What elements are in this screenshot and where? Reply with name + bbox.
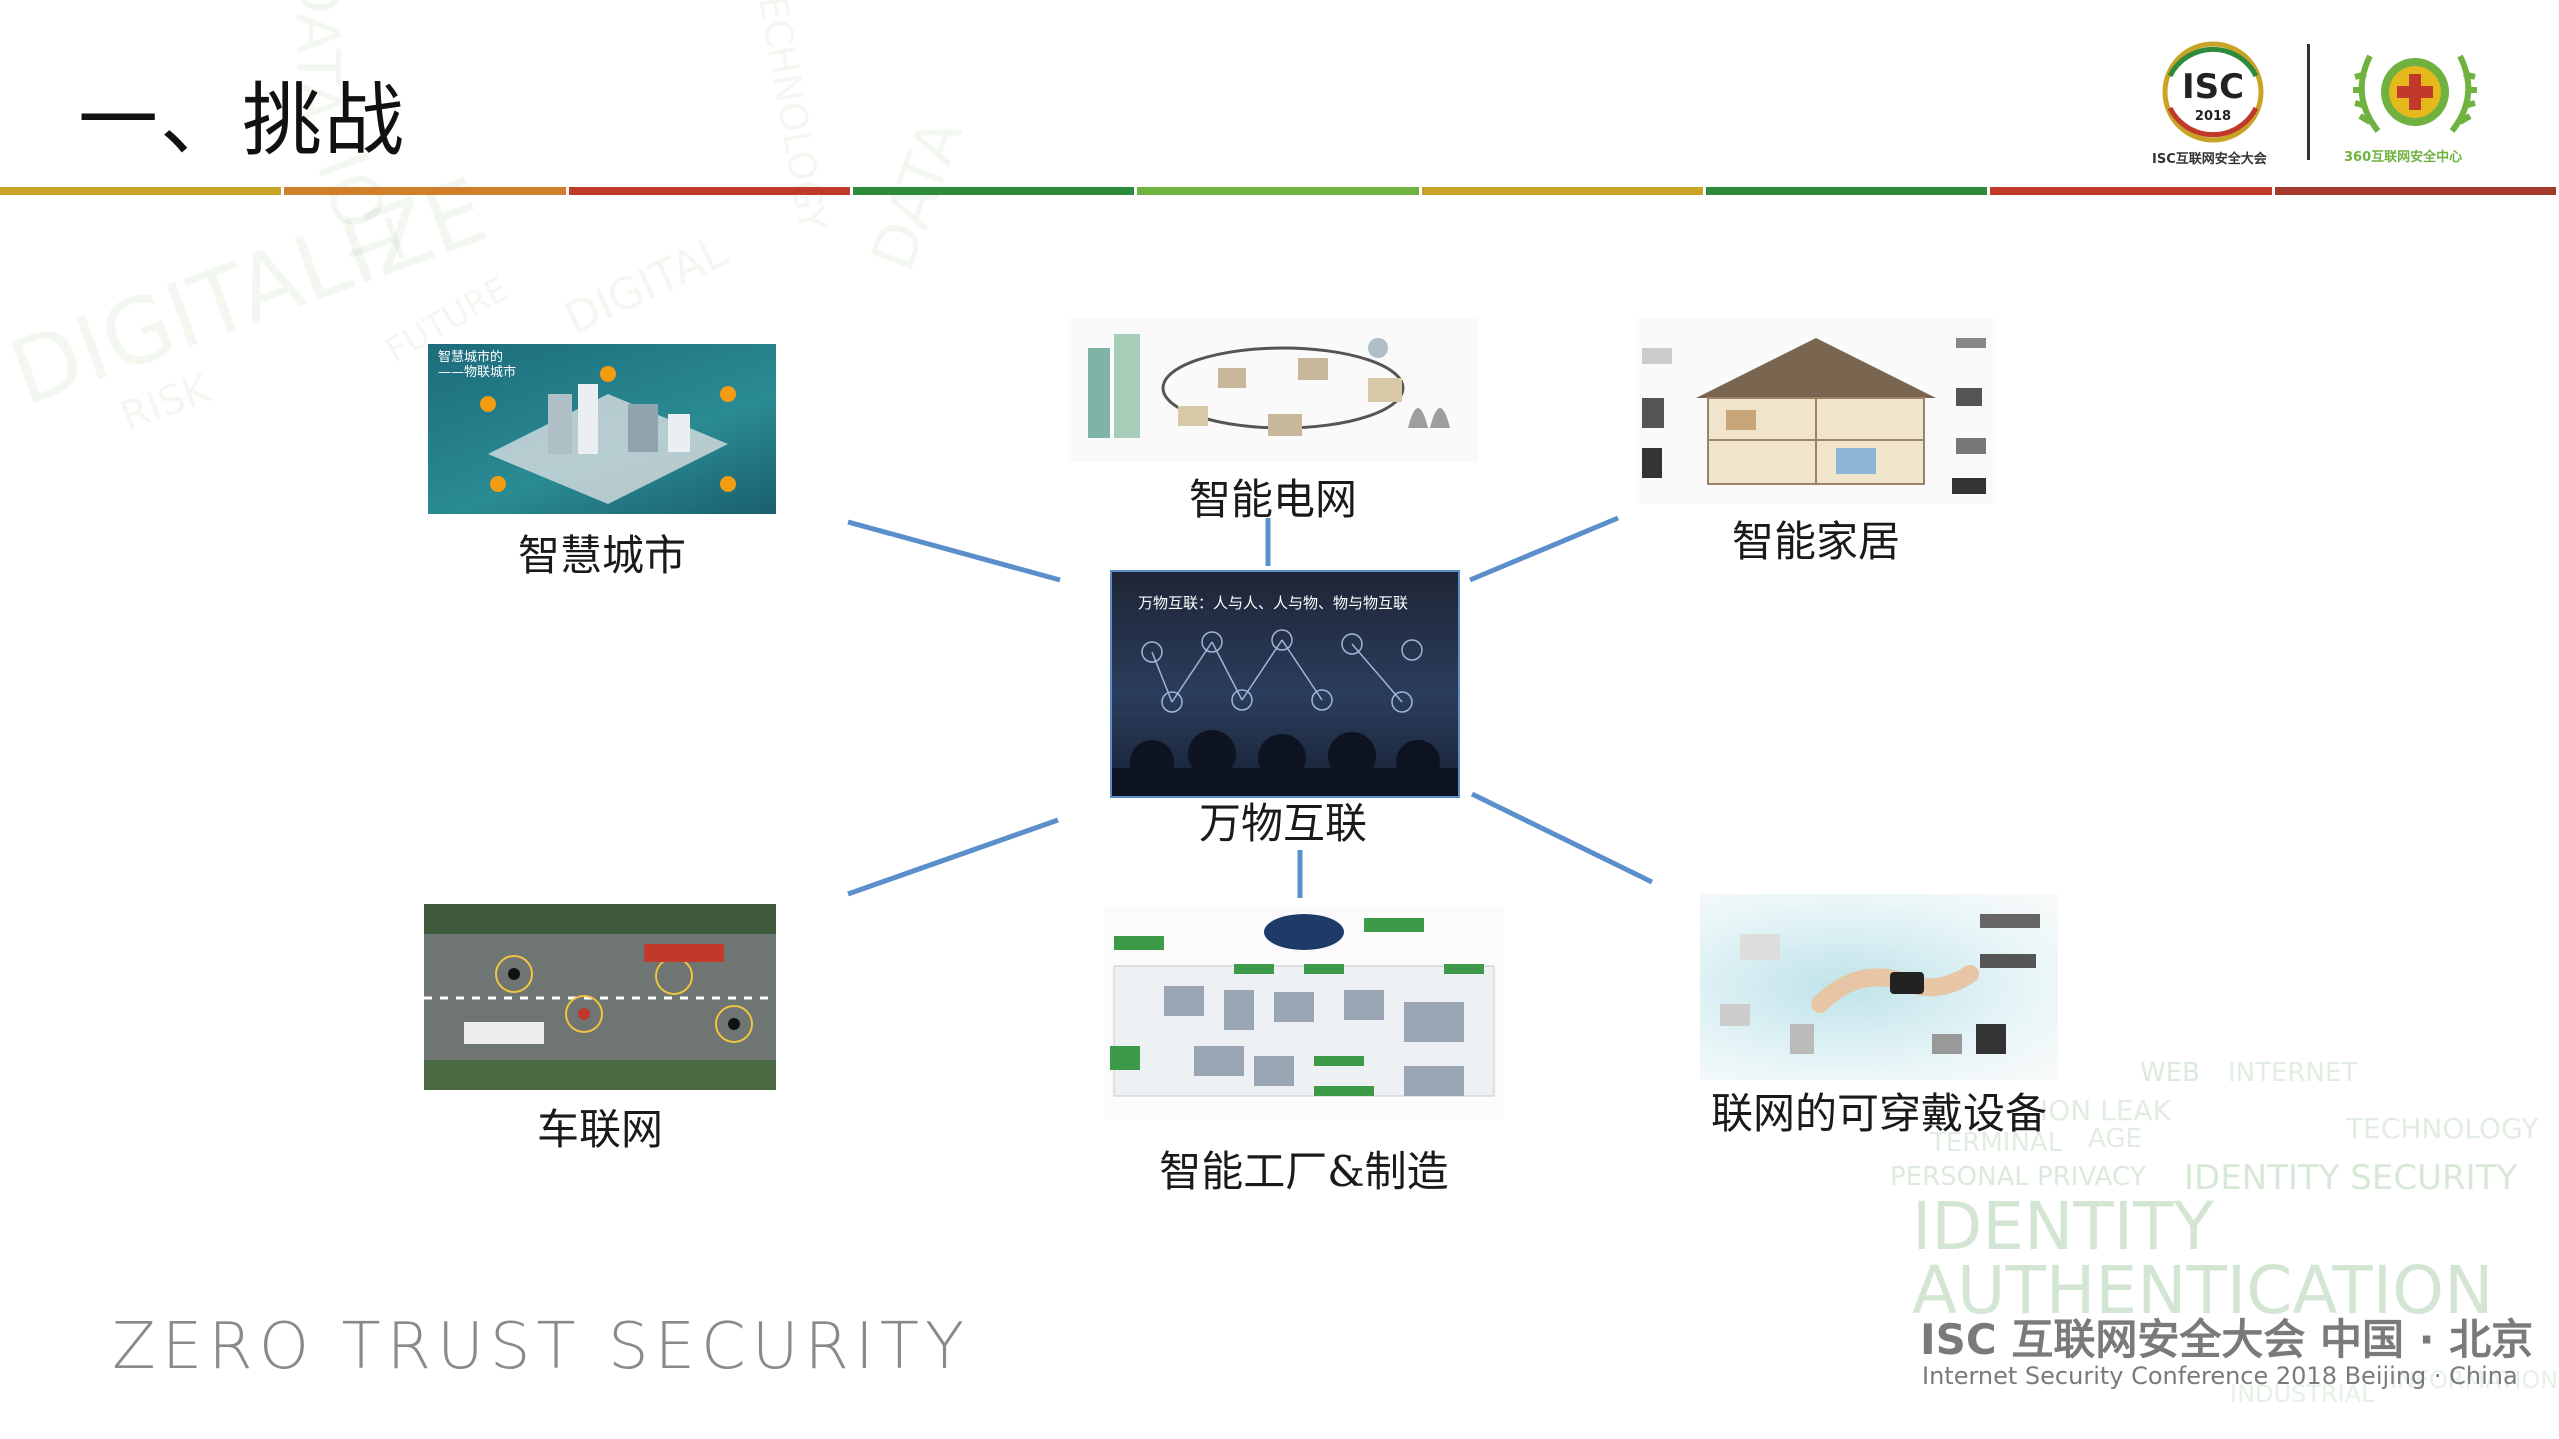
smart-city-label: 智慧城市 — [517, 531, 686, 580]
conference-name-cn: ISC 互联网安全大会 中国 · 北京 — [1920, 1315, 2534, 1364]
smart-home-image — [1636, 318, 1996, 504]
watermark-word: ION LEAK — [2040, 1094, 2171, 1127]
smart-home-label: 智能家居 — [1731, 517, 1900, 566]
footer-tagline: ZERO TRUST SECURITY — [112, 1310, 971, 1384]
smart-grid-image — [1068, 318, 1478, 462]
connector-smart-city — [847, 519, 1061, 583]
watermark-word: INFORMATION — [2390, 1366, 2559, 1394]
watermark-word: INDUSTRIAL — [2230, 1380, 2375, 1408]
logo-divider — [2307, 44, 2310, 160]
watermark-word: TERMINAL — [1930, 1128, 2063, 1158]
watermark-word: INTERNET — [2228, 1058, 2358, 1088]
rule-segment — [1990, 187, 2275, 195]
rule-segment — [284, 187, 569, 195]
rule-segment — [1137, 187, 1422, 195]
connected-vehicles-label: 车联网 — [536, 1105, 663, 1154]
connector-smart-home — [1469, 515, 1619, 583]
rule-segment — [568, 187, 853, 195]
smart-grid-label: 智能电网 — [1188, 475, 1357, 524]
isc-logo-caption: ISC互联网安全大会 — [2152, 152, 2267, 167]
iot-everything-image-caption: 万物互联：人与人、人与物、物与物互联 — [1138, 594, 1409, 612]
watermark-word: AGE — [2088, 1124, 2142, 1154]
isc-year: 2018 — [2195, 109, 2231, 124]
slide-title: 一、挑战 — [78, 74, 406, 167]
smart-factory-image — [1104, 906, 1504, 1120]
360-logo-caption: 360互联网安全中心 — [2344, 150, 2463, 165]
connector-wearables — [1470, 791, 1654, 885]
smart-factory-label: 智能工厂&制造 — [1159, 1147, 1449, 1196]
rule-segment — [1421, 187, 1706, 195]
smart-city-image-caption: 智慧城市的——物联城市 — [438, 350, 517, 380]
connected-vehicles-image — [424, 904, 776, 1090]
rule-segment — [852, 187, 1138, 195]
isc-mark: ISC — [2182, 67, 2244, 107]
watermark-word: IDENTITY — [1912, 1188, 2214, 1265]
iot-everything-image: 万物互联：人与人、人与物、物与物互联 — [1110, 570, 1460, 798]
watermark-word: WEB — [2140, 1058, 2200, 1088]
wearables-label: 联网的可穿戴设备 — [1710, 1089, 2047, 1138]
rule-segment — [0, 187, 285, 195]
conference-name-en: Internet Security Conference 2018 Beijin… — [1922, 1362, 2518, 1390]
360-security-center-logo: 360互联网安全中心 — [2340, 36, 2490, 166]
watermark-word: TECHNOLOGY — [2346, 1112, 2539, 1145]
watermark-word: PERSONAL PRIVACY — [1890, 1162, 2146, 1192]
connector-connected-vehicles — [847, 817, 1059, 897]
wearables-image — [1700, 894, 2058, 1080]
isc-2018-logo: ISC 2018 ISC互联网安全大会 — [2148, 36, 2278, 167]
iot-everything-label: 万物互联 — [1198, 799, 1367, 848]
watermark-word: IDENTITY SECURITY — [2184, 1158, 2518, 1198]
watermark-word: AUTHENTICATION — [1912, 1252, 2494, 1329]
rule-segment — [2274, 187, 2559, 195]
smart-city-image: 智慧城市的——物联城市 — [428, 344, 776, 514]
header-divider — [0, 187, 2559, 195]
rule-segment — [1705, 187, 1991, 195]
